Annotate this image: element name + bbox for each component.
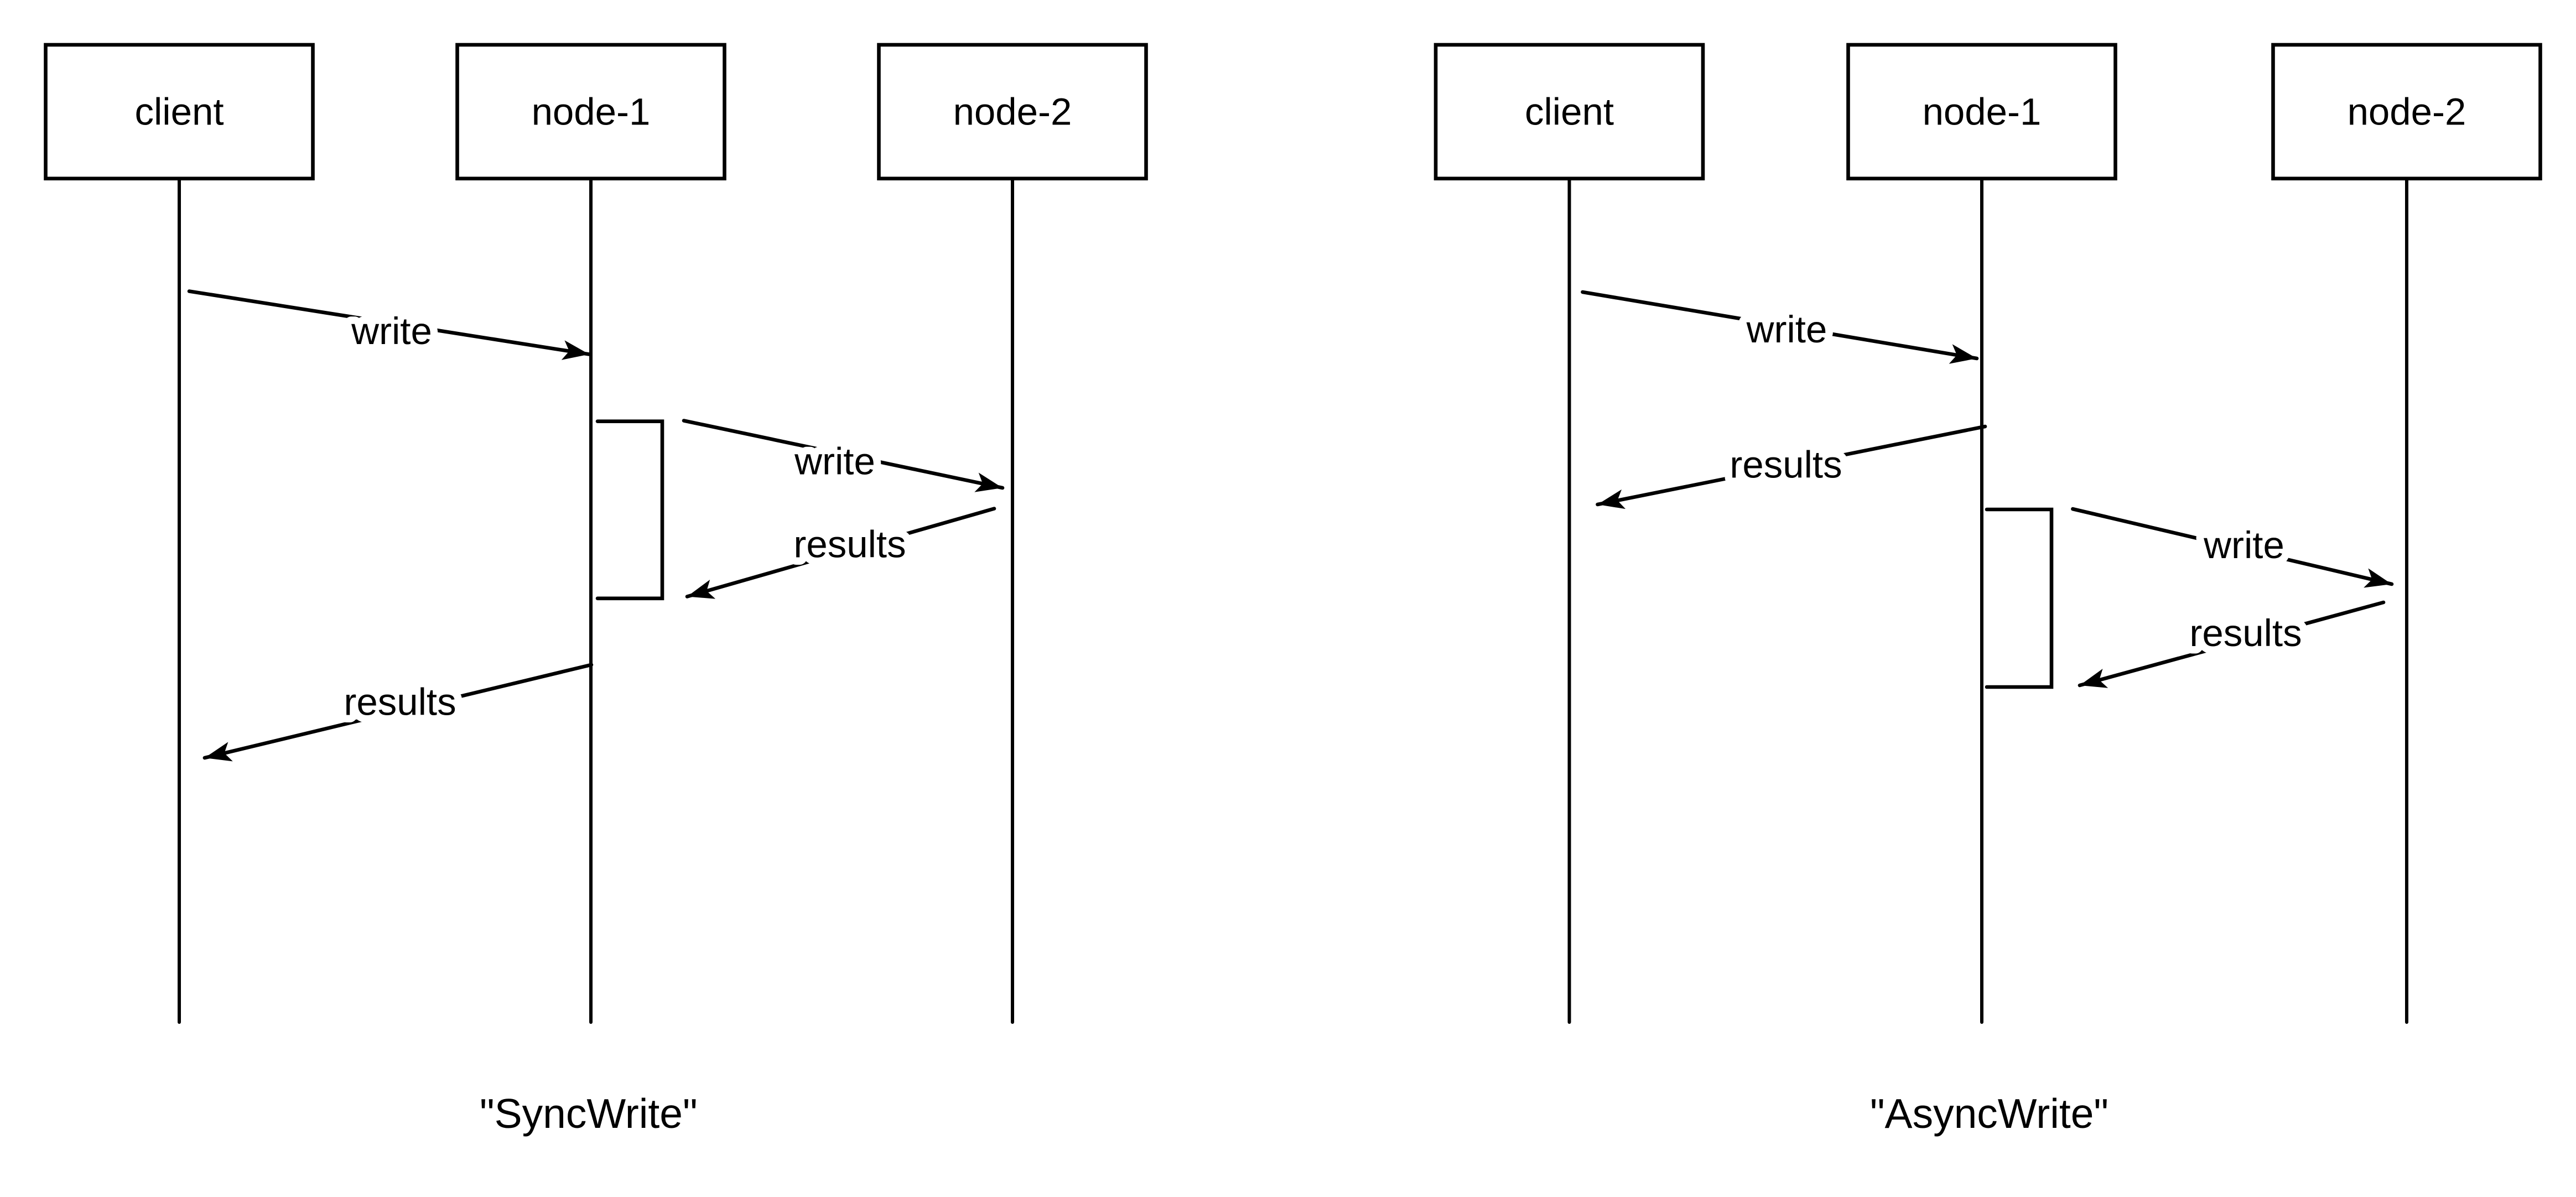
- async-msg-results-node2-to-node1-label: results: [2189, 612, 2302, 654]
- sync-msg-results-node2-to-node1-label: results: [793, 523, 906, 566]
- sync-client-box: [44, 43, 315, 181]
- sync-node2-label: node-2: [953, 90, 1072, 133]
- sync-msg-results-node1-to-client-label: results: [344, 681, 456, 724]
- async-msg-write-node1-to-node2: [2071, 507, 2394, 588]
- async-msg-write-client-to-node1: [1581, 290, 1979, 364]
- async-write-diagram: client node-1 node-2 write results write…: [1434, 43, 2542, 1137]
- sync-node1-label: node-1: [532, 90, 651, 133]
- async-msg-write-client-to-node1-label: write: [1746, 308, 1827, 351]
- sync-node2-box: [877, 43, 1148, 181]
- async-msg-results-node1-to-client: [1596, 424, 1987, 509]
- sync-write-caption: "SyncWrite": [480, 1090, 698, 1137]
- async-node1-activation-bar: [1985, 507, 2054, 689]
- async-node2-box: [2271, 43, 2542, 181]
- async-client-box: [1434, 43, 1705, 181]
- sync-msg-write-client-to-node1: [187, 289, 591, 360]
- async-msg-results-node2-to-node1: [2078, 600, 2386, 688]
- async-client-label: client: [1525, 90, 1614, 133]
- async-msg-write-node1-to-node2-label: write: [2203, 524, 2284, 566]
- sync-msg-write-node1-to-node2-label: write: [794, 440, 875, 483]
- sync-msg-write-node1-to-node2: [682, 419, 1005, 492]
- sync-write-diagram: client node-1 node-2 write write results…: [44, 43, 1148, 1137]
- sync-msg-write-client-to-node1-label: write: [351, 310, 432, 352]
- sync-client-label: client: [134, 90, 224, 133]
- sync-msg-results-node1-to-client: [202, 663, 594, 762]
- sync-msg-results-node2-to-node1: [685, 507, 996, 599]
- sync-node1-box: [455, 43, 726, 181]
- async-node1-box: [1846, 43, 2117, 181]
- sync-node1-activation-bar: [595, 419, 664, 601]
- async-node2-label: node-2: [2348, 90, 2466, 133]
- async-msg-results-node1-to-client-label: results: [1730, 444, 1842, 486]
- async-write-caption: "AsyncWrite": [1870, 1090, 2108, 1137]
- async-node1-label: node-1: [1923, 90, 2042, 133]
